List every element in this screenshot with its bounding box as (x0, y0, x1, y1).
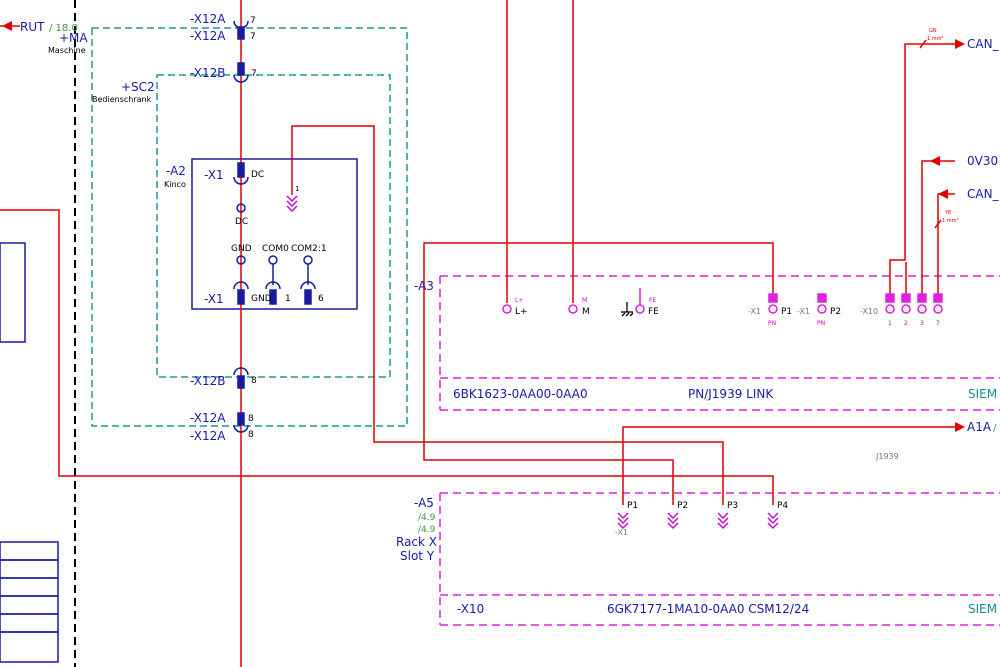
x12a-top-1-label: -X12A (190, 12, 226, 26)
a5-vendor: SIEM (968, 602, 997, 616)
left-device-box (0, 242, 26, 343)
x12b-bot-label: -X12B (190, 374, 225, 388)
can-mid-arrow-icon[interactable] (938, 189, 948, 199)
x12a-top-2-num: 7 (250, 32, 256, 42)
can-top-arrow-icon[interactable] (955, 39, 965, 49)
x12a-bot-2-label: -X12A (190, 429, 226, 443)
a3-x1-p2: -X1 (797, 307, 810, 316)
a3-fe: FE (648, 307, 659, 317)
a3-part-number: 6BK1623-0AA00-0AA0 (453, 387, 588, 401)
a5-x10: -X10 (457, 602, 484, 616)
can-top-wire: GN (929, 28, 937, 34)
a1a-arrow-icon[interactable] (955, 422, 965, 432)
a5-p2: P2 (677, 501, 688, 511)
left-terminal-strip (0, 541, 59, 663)
a2-arrow-ref: 1 (295, 185, 299, 193)
ma-cabinet-box (91, 27, 408, 427)
a5-rack: Rack X (396, 535, 437, 549)
a3-lplus: L+ (515, 307, 528, 317)
j1939-label: J1939 (875, 452, 899, 461)
a5-x1: -X1 (615, 528, 628, 537)
ov30-label[interactable]: 0V30 (967, 154, 998, 168)
a3-vendor: SIEM (968, 387, 997, 401)
a2-label: -A2 (166, 164, 186, 178)
a2-com2-label: COM2:1 (291, 244, 327, 254)
terminal-symbols (233, 20, 316, 433)
a2-gnd-pin: GND (251, 294, 272, 304)
x12b-top-label: -X12B (190, 66, 225, 80)
x12a-top-2-label: -X12A (190, 29, 226, 43)
sc2-cabinet-box (156, 74, 391, 378)
a5-label: -A5 (414, 496, 434, 510)
rut-arrow-icon (2, 21, 12, 31)
a3-x1-p1: -X1 (748, 307, 761, 316)
a3-pin: 7 (936, 320, 940, 327)
a3-connectors[interactable] (502, 288, 943, 314)
a3-x10: -X10 (860, 307, 878, 316)
can-mid-label[interactable]: CAN_ (967, 187, 1000, 201)
a5-p4: P4 (777, 501, 788, 511)
a2-x1-top: -X1 (204, 168, 224, 182)
x12b-top-num: 7 (251, 69, 257, 79)
a2-pin-1: 1 (285, 294, 291, 304)
a2-gnd-label: GND (231, 244, 252, 254)
a3-label: -A3 (414, 279, 434, 293)
a3-fe-small: FE (649, 297, 656, 304)
ground-icon (621, 302, 634, 317)
a3-pin: 3 (920, 320, 924, 327)
can-top-size: 1 mm² (927, 36, 944, 42)
can-mid-size: 1 mm² (942, 218, 959, 224)
x12a-bot-1-label: -X12A (190, 411, 226, 425)
can-top-label[interactable]: CAN_ (967, 37, 1000, 51)
a3-lplus-small: L+ (515, 297, 523, 304)
a5-ref2: /4.9 (418, 525, 436, 535)
x12b-bot-num: 8 (251, 376, 257, 386)
chevron-icons (286, 195, 779, 529)
a1a-ref: / (993, 423, 997, 434)
signal-arrows (2, 21, 965, 432)
a5-device-outline (439, 492, 1000, 626)
a5-p3: P3 (727, 501, 738, 511)
rut-label[interactable]: RUT (20, 20, 45, 34)
a3-m-small: M (582, 297, 587, 304)
a3-pin: 2 (904, 320, 908, 327)
a3-p2: P2 (830, 307, 841, 317)
a2-dc-pin: DC (251, 170, 264, 180)
can-mid-wire: YE (944, 210, 951, 216)
a3-device-outline (439, 275, 1000, 411)
a5-part-number: 6GK7177-1MA10-0AA0 CSM12/24 (607, 602, 809, 616)
a5-ref1: /4.9 (418, 513, 436, 523)
x12a-bot-2-num: 8 (248, 430, 254, 440)
a2-com0-label: COM0 (262, 244, 289, 254)
a2-device-box (191, 158, 358, 310)
rut-ref: / 18.0 (49, 23, 78, 34)
wires (0, 0, 955, 667)
a2-dc-label: DC (235, 217, 248, 227)
a2-desc: Kinco (164, 180, 186, 189)
sc2-label: +SC2 (121, 80, 155, 94)
ov30-arrow-icon[interactable] (930, 156, 940, 166)
a2-pin-6: 6 (318, 294, 324, 304)
a5-p1: P1 (627, 501, 638, 511)
a3-pn2: PN (817, 320, 825, 327)
a3-pn1: PN (768, 320, 776, 327)
a3-p1: P1 (781, 307, 792, 317)
x12a-bot-1-num: 8 (248, 414, 254, 424)
a3-description: PN/J1939 LINK (688, 387, 774, 401)
a3-m: M (582, 307, 590, 317)
a3-pin: 1 (888, 320, 892, 327)
x12a-top-1-num: 7 (250, 16, 256, 26)
sc2-desc: Bedienschrank (92, 95, 152, 104)
a2-x1-bot: -X1 (204, 292, 224, 306)
ma-label: +MA (59, 31, 88, 45)
ma-desc: Maschine (48, 46, 86, 55)
a5-slot: Slot Y (400, 549, 435, 563)
a1a-label[interactable]: A1A (967, 420, 992, 434)
